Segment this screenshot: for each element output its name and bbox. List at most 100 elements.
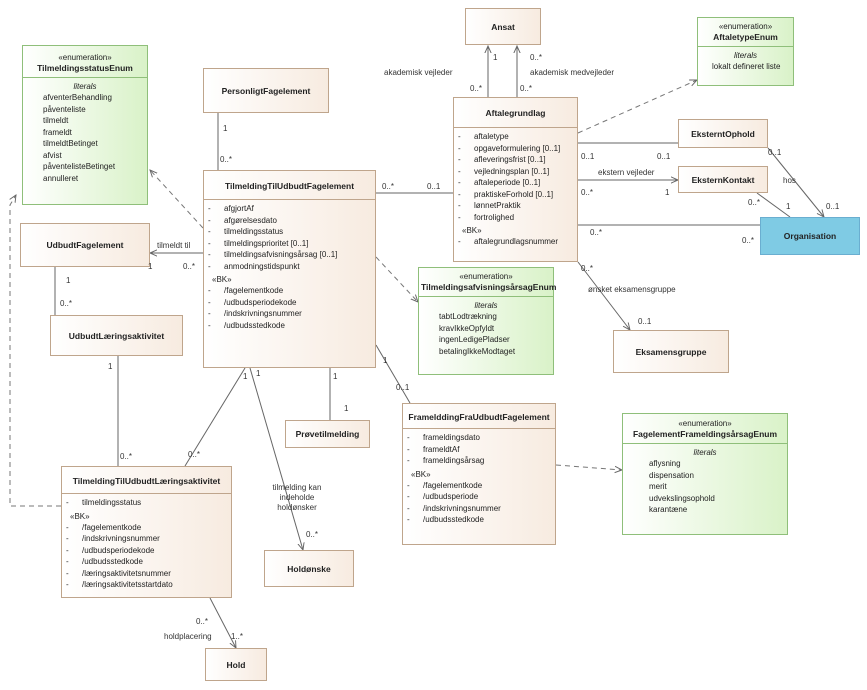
bk-attribute: -aftalegrundlagsnummer (458, 237, 559, 246)
class-header: TilmeldingTilUdbudtFagelement (204, 171, 375, 200)
dep-aftaletype (577, 80, 697, 134)
role-akademisk-vejleder: akademisk vejleder (384, 68, 453, 77)
assoc-eksamensgruppe (577, 261, 630, 330)
attribute: -anmodningstidspunkt (208, 261, 300, 271)
attribute: -afleveringsfrist [0..1] (458, 155, 546, 164)
mult: 0..1 (768, 148, 782, 157)
attribute: -afgjortAf (208, 204, 254, 213)
bk-attribute: -/udbudsperiode (407, 492, 479, 501)
role-tilmeldt-til: tilmeldt til (157, 241, 191, 250)
framelding-class[interactable]: FramelddingFraUdbudtFagelement -frameldi… (402, 403, 556, 545)
attribute: -frameldingsdato (407, 433, 480, 442)
literal: påventelisteBetinget (43, 162, 116, 171)
class-name: PersonligtFagelement (221, 85, 311, 96)
holdoenske-class[interactable]: Holdønske (264, 550, 354, 587)
attribute: -tilmeldingsprioritet [0..1] (208, 238, 309, 248)
bk-attribute: -/indskrivningsnummer (66, 534, 160, 543)
literals-section: literals aflysning dispensation merit ud… (623, 444, 787, 519)
bk-attribute: -/læringsaktivitetsstartdato (66, 580, 173, 589)
proevetilmelding-class[interactable]: Prøvetilmelding (285, 420, 370, 448)
organisation-class[interactable]: Organisation (760, 217, 860, 255)
mult: 1 (383, 356, 388, 365)
framelding-enum[interactable]: «enumeration» FagelementFrameldingsårsag… (622, 413, 788, 535)
aftaletype-enum[interactable]: «enumeration» AftaletypeEnum literals lo… (697, 17, 794, 86)
literals-heading: literals (474, 301, 498, 310)
mult: 0..* (188, 450, 201, 459)
mult: 1 (223, 124, 228, 133)
literals-section: literals tabtLodtrækning kravIkkeOpfyldt… (419, 297, 553, 360)
class-name: UdbudtLæringsaktivitet (68, 330, 165, 341)
aftalegrundlag-class[interactable]: Aftalegrundlag -aftaletype -opgaveformul… (453, 97, 578, 262)
mult: 0..1 (638, 317, 652, 326)
enum-header: «enumeration» TilmeldingsstatusEnum (23, 46, 147, 78)
afvisningsaarsag-enum[interactable]: «enumeration» Tilmeldingsafvisningsårsag… (418, 267, 557, 375)
role-hos: hos (783, 176, 796, 185)
class-name: Aftalegrundlag (485, 108, 546, 118)
mult: 1 (243, 372, 248, 381)
attribute: -tilmeldingsstatus (208, 227, 284, 236)
mult: 0..* (748, 198, 761, 207)
bk-stereotype: «BK» (462, 226, 482, 235)
personligt-fagelement-class[interactable]: PersonligtFagelement (203, 68, 329, 113)
class-name: AftaletypeEnum (713, 32, 778, 42)
role-line: indeholde (279, 493, 315, 502)
mult: 0..* (306, 530, 319, 539)
eksternt-ophold-class[interactable]: EksterntOphold (678, 119, 768, 148)
literal: lokalt defineret liste (712, 62, 781, 71)
hold-class[interactable]: Hold (205, 648, 267, 681)
class-name: Holdønske (287, 563, 331, 574)
role-holdplacering: holdplacering (164, 632, 212, 641)
literal: betalingIkkeModtaget (439, 346, 516, 356)
enum-header: «enumeration» FagelementFrameldingsårsag… (623, 414, 787, 444)
attribute: -fortrolighed (458, 212, 515, 222)
role-oensket-eksamensgruppe: ønsket eksamensgruppe (588, 285, 676, 294)
attribute: -lønnetPraktik (458, 201, 521, 210)
bk-attribute: -/indskrivningsnummer (208, 309, 302, 318)
literal: dispensation (649, 470, 694, 480)
udbudt-fagelement-class[interactable]: UdbudtFagelement (20, 223, 150, 267)
attribute: -tilmeldingsstatus (66, 498, 142, 507)
mult: 0..1 (396, 383, 410, 392)
bk-attribute: -/udbudsstedkode (407, 515, 484, 524)
bk-attribute: -/udbudsperiodekode (208, 297, 297, 307)
literal: ingenLedigePladser (439, 335, 510, 344)
ansat-class[interactable]: Ansat (465, 8, 541, 45)
udbudt-laeringsaktivitet-class[interactable]: UdbudtLæringsaktivitet (50, 315, 183, 356)
class-name: TilmeldingsafvisningsårsagEnum (421, 282, 557, 292)
bk-attribute: -/læringsaktivitetsnummer (66, 568, 171, 578)
class-name: EksterntOphold (691, 128, 755, 139)
bk-attribute: -/fagelementkode (66, 522, 142, 532)
mult: 1..* (231, 632, 244, 641)
class-name: Prøvetilmelding (295, 429, 360, 439)
mult: 0..* (530, 53, 543, 62)
bk-stereotype: «BK» (212, 275, 232, 284)
class-name: UdbudtFagelement (46, 240, 124, 250)
attribute: -frameldingsårsag (407, 456, 485, 465)
tilmelding-fagelement-class[interactable]: TilmeldingTilUdbudtFagelement -afgjortAf… (203, 170, 376, 368)
attribute: -frameldtAf (407, 444, 460, 454)
literals-section: literals afventerBehandling påventeliste… (23, 78, 147, 187)
enum-header: «enumeration» AftaletypeEnum (698, 18, 793, 47)
bk-stereotype: «BK» (411, 469, 431, 479)
attributes-section: -aftaletype -opgaveformulering [0..1] -a… (454, 128, 577, 251)
attribute: -aftaleperiode [0..1] (458, 178, 541, 187)
literal: merit (649, 482, 667, 491)
mult: 1 (256, 369, 261, 378)
eksamensgruppe-class[interactable]: Eksamensgruppe (613, 330, 729, 373)
mult: 1 (786, 202, 791, 211)
mult: 1 (66, 276, 71, 285)
attributes-section: -frameldingsdato -frameldtAf -framelding… (403, 429, 555, 529)
attribute: -praktiskeForhold [0..1] (458, 189, 554, 199)
mult: 0..* (183, 262, 196, 271)
role-ekstern-vejleder: ekstern vejleder (598, 168, 655, 177)
literal: tilmeldtBetinget (43, 139, 98, 148)
tilmeldingsstatus-enum[interactable]: «enumeration» TilmeldingsstatusEnum lite… (22, 45, 148, 205)
mult: 0..1 (657, 152, 671, 161)
tilmelding-laeringsaktivitet-class[interactable]: TilmeldingTilUdbudtLæringsaktivitet -til… (61, 466, 232, 598)
class-header: Aftalegrundlag (454, 98, 577, 128)
role-line: holdønsker (277, 503, 317, 512)
enum-header: «enumeration» Tilmeldingsafvisningsårsag… (419, 268, 557, 297)
ekstern-kontakt-class[interactable]: EksternKontakt (678, 166, 768, 193)
mult: 1 (333, 372, 338, 381)
dep-afvisningsaarsag (375, 256, 418, 302)
